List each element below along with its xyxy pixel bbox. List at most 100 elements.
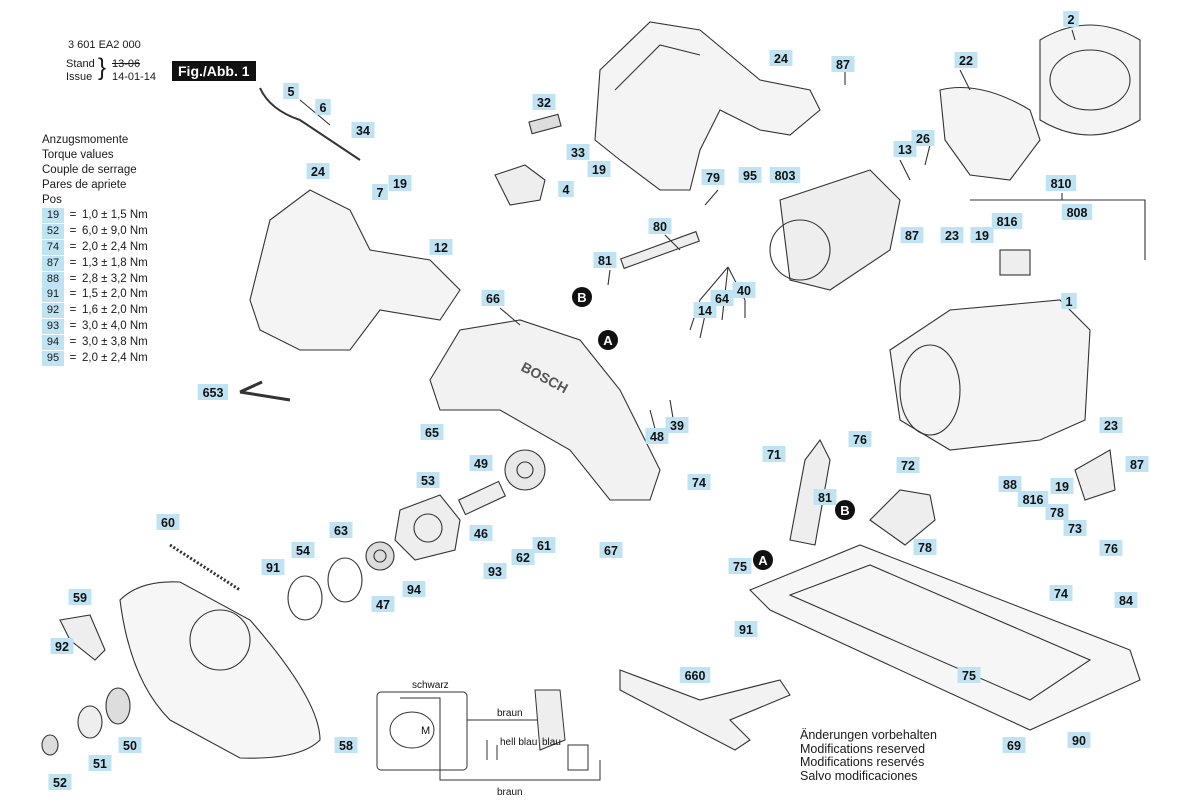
part-label-bg [1125, 456, 1149, 472]
part-label-bg [329, 522, 353, 538]
part-label: 87 [900, 227, 924, 243]
part-label-bg [813, 489, 837, 505]
part-label-text: 39 [670, 419, 684, 433]
part-label-bg [957, 667, 981, 683]
torque-row: 95=2,0 ± 2,4 Nm [42, 350, 148, 366]
part-label: 34 [351, 122, 375, 138]
torque-value: 1,6 ± 2,0 Nm [82, 304, 148, 317]
part-label-text: 51 [93, 757, 107, 771]
callout-marker: A [753, 550, 773, 570]
part-label-text: 74 [692, 476, 706, 490]
part-label-text: 80 [653, 220, 667, 234]
brush-holder [999, 249, 1031, 276]
part-label-bg [734, 621, 758, 637]
part-label: 33 [566, 144, 590, 160]
part-label: 6 [315, 99, 331, 115]
torque-title-es: Pares de apriete [42, 179, 127, 191]
part-label-bg [1061, 204, 1093, 220]
part-label: 78 [913, 539, 937, 555]
issue-label: Issue [66, 71, 93, 83]
part-label-text: 803 [775, 169, 796, 183]
callout-letter: B [577, 290, 586, 305]
part-label: 48 [645, 428, 669, 444]
part-label-bg [900, 227, 924, 243]
spindle [457, 480, 507, 516]
part-label-text: 72 [901, 459, 915, 473]
torque-table: Anzugsmomente Torque values Couple de se… [42, 133, 148, 366]
remark-es: Salvo modificaciones [800, 768, 918, 783]
part-label: 87 [1125, 456, 1149, 472]
torque-pos: 74 [42, 239, 64, 255]
part-label: 94 [402, 581, 426, 597]
remark-fr: Modifications reservés [800, 755, 925, 769]
part-label-text: 74 [1054, 587, 1068, 601]
callout-marker: B [572, 287, 592, 307]
part-label-text: 22 [959, 54, 973, 68]
part-label-text: 93 [488, 565, 502, 579]
part-label-bg [970, 227, 994, 243]
part-label: 81 [813, 489, 837, 505]
part-label: 23 [1099, 417, 1123, 433]
part-label-text: 75 [962, 669, 976, 683]
part-label-bg [68, 589, 92, 605]
part-label-bg [599, 542, 623, 558]
callout-marker: B [835, 500, 855, 520]
part-label-text: 91 [266, 561, 280, 575]
callout-letter: B [840, 503, 849, 518]
torque-title-en: Torque values [42, 149, 114, 161]
part-label: 47 [371, 596, 395, 612]
part-label: 808 [1061, 204, 1093, 220]
torque-pos: 52 [42, 224, 64, 240]
part-label: 50 [118, 737, 142, 753]
part-label-bg [1061, 293, 1077, 309]
part-label-text: 63 [334, 524, 348, 538]
part-label-text: 33 [571, 146, 585, 160]
part-label-text: 76 [1104, 542, 1118, 556]
part-label-text: 24 [311, 165, 325, 179]
part-label-bg [1045, 175, 1077, 191]
torque-row: 87=1,3 ± 1,8 Nm [42, 255, 148, 271]
part-label: 803 [769, 167, 801, 183]
part-label-text: 67 [604, 544, 618, 558]
part-label-bg [1063, 11, 1079, 27]
part-label-text: 87 [836, 58, 850, 72]
part-label: 19 [388, 175, 412, 191]
bearing [365, 541, 395, 571]
gear-housing [394, 494, 461, 561]
part-label: 2 [1063, 11, 1079, 27]
part-label-bg [420, 424, 444, 440]
torque-pos: 19 [42, 208, 64, 224]
part-label-bg [893, 141, 917, 157]
bevel-scale [789, 438, 831, 546]
part-label-bg [483, 563, 507, 579]
brace-glyph: } [98, 54, 107, 81]
part-label-text: 84 [1119, 594, 1133, 608]
part-label-bg [88, 755, 112, 771]
part-label-bg [831, 56, 855, 72]
part-label-text: 87 [905, 229, 919, 243]
part-label-text: 816 [1023, 493, 1044, 507]
part-label: 72 [896, 457, 920, 473]
part-label: 88 [998, 476, 1022, 492]
part-label: 78 [1045, 504, 1069, 520]
part-label-bg [954, 52, 978, 68]
part-label: 63 [329, 522, 353, 538]
part-label: 67 [599, 542, 623, 558]
part-label: 76 [1099, 540, 1123, 556]
part-label: 71 [762, 446, 786, 462]
part-label-bg [416, 472, 440, 488]
callout-circle [598, 330, 618, 350]
part-label-bg [762, 446, 786, 462]
part-label-bg [732, 282, 756, 298]
part-label-bg [1099, 417, 1123, 433]
switch-button [528, 113, 562, 135]
part-label: 1 [1061, 293, 1077, 309]
part-label-bg [50, 638, 74, 654]
stand-value: 13-06 [112, 58, 141, 70]
part-label: 84 [1114, 592, 1138, 608]
callout-circle [835, 500, 855, 520]
part-label-bg [679, 667, 711, 683]
part-label-text: 47 [376, 598, 390, 612]
